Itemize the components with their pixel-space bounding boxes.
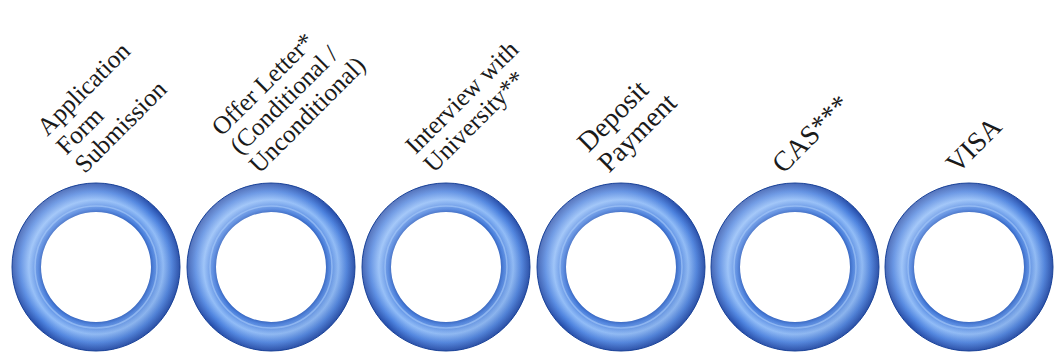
step-label: Deposit Payment <box>571 41 708 178</box>
ring-edge <box>885 183 1053 351</box>
step-ring: VISA <box>884 182 1054 352</box>
ring-edge <box>12 183 180 351</box>
step-ring: Deposit Payment <box>536 182 706 352</box>
step-label: Application Form Submission <box>32 5 205 178</box>
ring-body <box>537 183 705 351</box>
ring-shape <box>11 182 181 352</box>
step-label: VISA <box>940 72 1046 178</box>
label-group: Application Form Submission <box>32 5 205 178</box>
label-group: Interview with University** <box>401 3 576 178</box>
ring-shade <box>537 183 705 351</box>
ring-shape <box>884 182 1054 352</box>
ring-shape <box>536 182 706 352</box>
label-group: Offer Letter* (Conditional / Uncondition… <box>207 0 401 178</box>
step-ring: Offer Letter* (Conditional / Uncondition… <box>186 182 356 352</box>
ring-body <box>362 183 530 351</box>
label-group: CAS*** <box>766 44 900 178</box>
ring-edge <box>711 183 879 351</box>
ring-shade <box>12 183 180 351</box>
ring-ridge <box>734 206 856 328</box>
ring-edge <box>537 183 705 351</box>
ring-shape <box>361 182 531 352</box>
ring-shade <box>362 183 530 351</box>
label-group: VISA <box>940 72 1046 178</box>
ring-body <box>885 183 1053 351</box>
step-label: Interview with University** <box>401 3 576 178</box>
ring-ridge <box>908 206 1030 328</box>
step-ring: CAS*** <box>710 182 880 352</box>
ring-shade <box>711 183 879 351</box>
ring-edge <box>187 183 355 351</box>
ring-ridge <box>385 206 507 328</box>
step-ring: Application Form Submission <box>11 182 181 352</box>
step-label: CAS*** <box>766 44 900 178</box>
ring-ridge <box>560 206 682 328</box>
ring-shape <box>710 182 880 352</box>
ring-body <box>12 183 180 351</box>
ring-ridge <box>35 206 157 328</box>
step-label: Offer Letter* (Conditional / Uncondition… <box>207 0 401 178</box>
ring-ridge <box>210 206 332 328</box>
label-group: Deposit Payment <box>571 41 708 178</box>
step-ring: Interview with University** <box>361 182 531 352</box>
ring-edge <box>362 183 530 351</box>
ring-shade <box>885 183 1053 351</box>
ring-body <box>711 183 879 351</box>
ring-body <box>187 183 355 351</box>
ring-shape <box>186 182 356 352</box>
ring-shade <box>187 183 355 351</box>
